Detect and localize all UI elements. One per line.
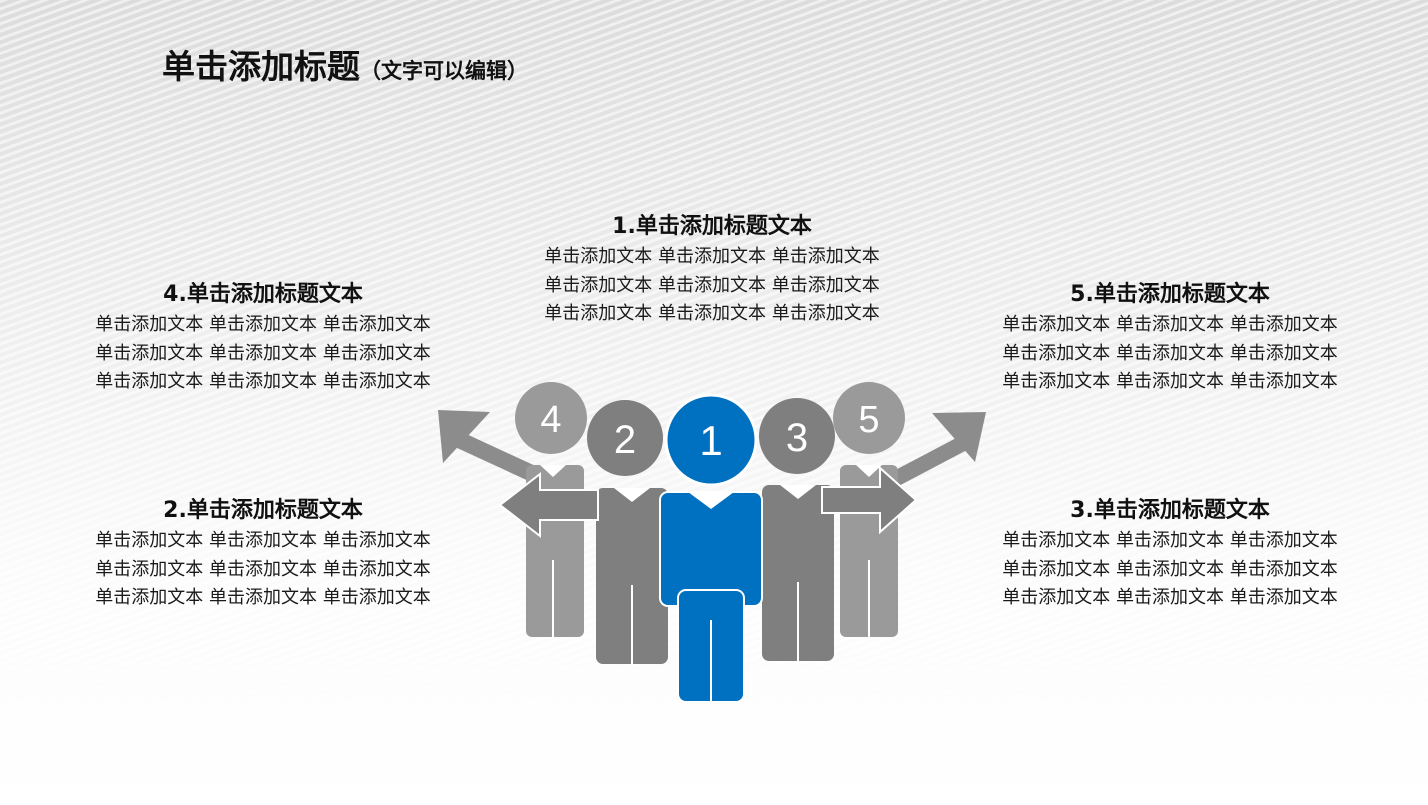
block-line: 单击添加文本 单击添加文本 单击添加文本	[95, 558, 431, 580]
block-title: 2.单击添加标题文本	[163, 498, 363, 523]
arrow-up-left-icon	[438, 410, 540, 483]
person-3-figure	[759, 398, 835, 661]
arrow-right-icon	[821, 465, 918, 535]
block-line: 单击添加文本 单击添加文本 单击添加文本	[1002, 587, 1338, 608]
block-line: 单击添加文本 单击添加文本 单击添加文本	[95, 530, 431, 551]
block-line: 单击添加文本 单击添加文本 单击添加文本	[544, 246, 880, 267]
block-line: 单击添加文本 单击添加文本 单击添加文本	[1002, 342, 1338, 364]
block-line: 单击添加文本 单击添加文本 单击添加文本	[95, 342, 431, 364]
block-line: 单击添加文本 单击添加文本 单击添加文本	[95, 314, 431, 335]
text-block-4[interactable]: 4.单击添加标题文本 单击添加文本 单击添加文本 单击添加文本 单击添加文本 单…	[73, 280, 453, 397]
text-block-5[interactable]: 5.单击添加标题文本 单击添加文本 单击添加文本 单击添加文本 单击添加文本 单…	[980, 280, 1360, 397]
block-title: 4.单击添加标题文本	[163, 282, 363, 307]
person-3-number: 3	[786, 416, 808, 460]
block-line: 单击添加文本 单击添加文本 单击添加文本	[95, 371, 431, 392]
text-block-1[interactable]: 1.单击添加标题文本 单击添加文本 单击添加文本 单击添加文本 单击添加文本 单…	[522, 212, 902, 329]
block-title: 5.单击添加标题文本	[1070, 282, 1270, 307]
title-main: 单击添加标题	[162, 47, 360, 86]
title-sub: （文字可以编辑）	[360, 59, 528, 83]
block-line: 单击添加文本 单击添加文本 单击添加文本	[1002, 371, 1338, 392]
block-line: 单击添加文本 单击添加文本 单击添加文本	[1002, 314, 1338, 335]
person-1-figure	[659, 393, 763, 703]
block-title: 3.单击添加标题文本	[1070, 498, 1270, 523]
person-2-figure	[587, 400, 668, 664]
arrow-up-right-icon	[886, 412, 986, 489]
block-line: 单击添加文本 单击添加文本 单击添加文本	[544, 274, 880, 296]
text-block-3[interactable]: 3.单击添加标题文本 单击添加文本 单击添加文本 单击添加文本 单击添加文本 单…	[980, 496, 1360, 613]
block-title: 1.单击添加标题文本	[612, 214, 812, 239]
block-line: 单击添加文本 单击添加文本 单击添加文本	[1002, 558, 1338, 580]
person-5-number: 5	[858, 399, 879, 441]
text-block-2[interactable]: 2.单击添加标题文本 单击添加文本 单击添加文本 单击添加文本 单击添加文本 单…	[73, 496, 453, 613]
person-2-number: 2	[614, 418, 636, 462]
block-line: 单击添加文本 单击添加文本 单击添加文本	[1002, 530, 1338, 551]
block-line: 单击添加文本 单击添加文本 单击添加文本	[95, 587, 431, 608]
arrow-left-icon	[498, 471, 599, 539]
person-1-number: 1	[699, 417, 722, 464]
person-4-number: 4	[540, 399, 561, 441]
block-line: 单击添加文本 单击添加文本 单击添加文本	[544, 303, 880, 324]
slide-title[interactable]: 单击添加标题（文字可以编辑）	[162, 40, 528, 88]
